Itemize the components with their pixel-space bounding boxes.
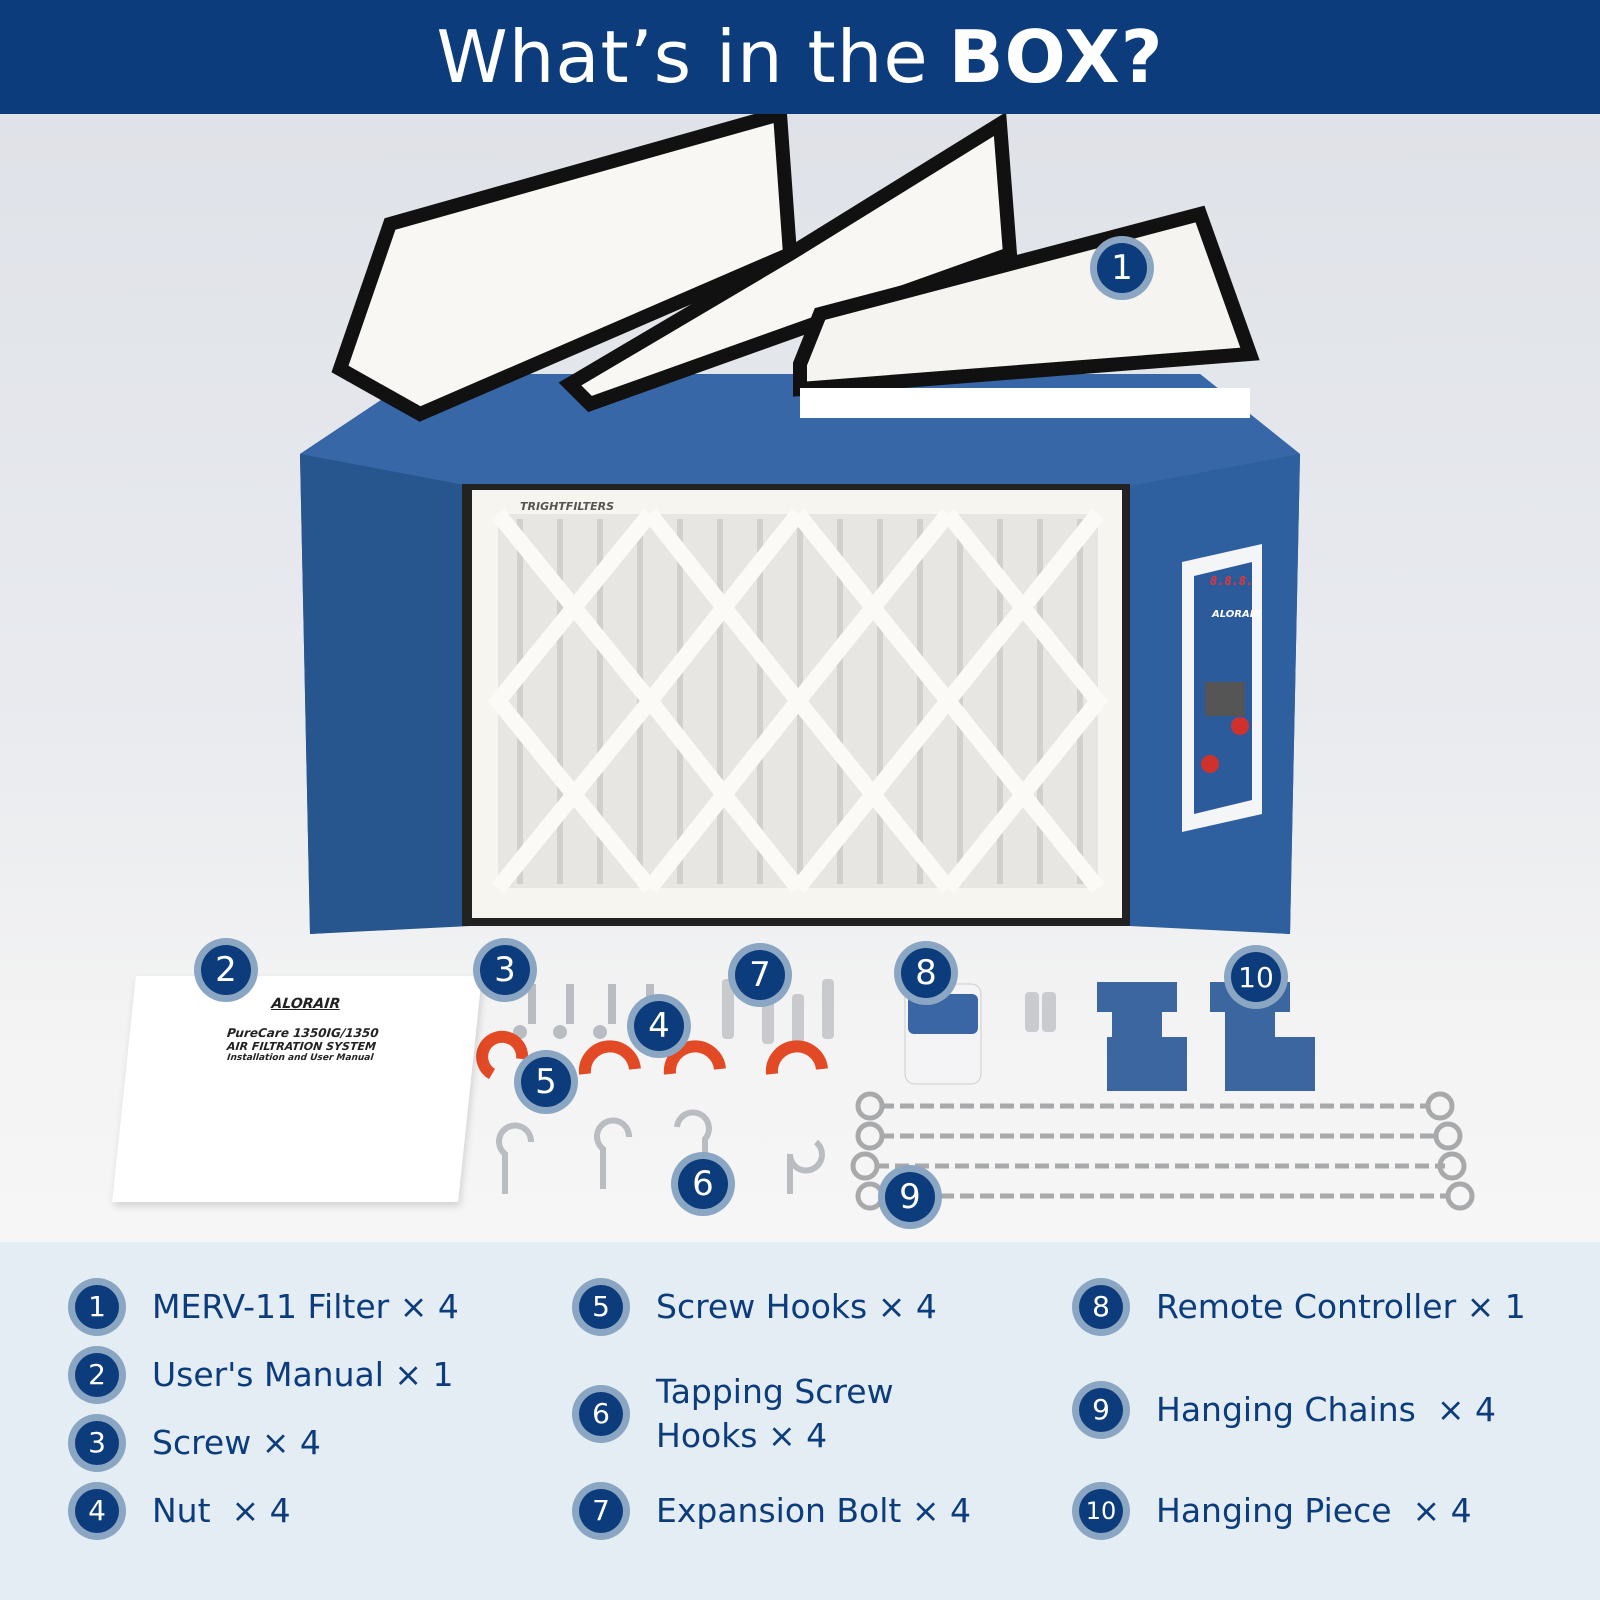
callout-1: 1	[1090, 236, 1154, 300]
panel-brand-label: ALORAIR	[1212, 609, 1262, 620]
hanging-pieces	[1097, 982, 1315, 1091]
callout-3: 3	[473, 938, 537, 1002]
filter-brand-label: TRIGHTFILTERS	[520, 500, 615, 513]
callout-7: 7	[728, 943, 792, 1007]
hanging-chains	[850, 1091, 1475, 1211]
screw-hooks	[476, 1030, 828, 1080]
panel-display: 8.8.8.	[1210, 574, 1254, 588]
title-regular: What’s in the	[436, 15, 929, 99]
callout-5: 5	[514, 1050, 578, 1114]
users-manual: ALORAIR PureCare 1350IG/1350 AIR FILTRAT…	[112, 976, 482, 1202]
callout-6: 6	[671, 1152, 735, 1216]
manual-model: PureCare 1350IG/1350	[226, 1026, 380, 1040]
manual-title: AIR FILTRATION SYSTEM	[226, 1040, 377, 1053]
product-illustration	[300, 114, 1475, 1211]
callout-4: 4	[627, 994, 691, 1058]
tapping-screw-hooks	[496, 1109, 825, 1194]
air-filtration-unit	[300, 374, 1300, 934]
callout-2: 2	[194, 938, 258, 1002]
header-banner: What’s in the BOX?	[0, 0, 1600, 114]
callout-9: 9	[878, 1165, 942, 1229]
manual-brand: ALORAIR	[270, 996, 342, 1012]
product-photo: TRIGHTFILTERS ALORAIR 8.8.8. ALORAIR Pur…	[0, 114, 1600, 1242]
title-bold: BOX?	[948, 15, 1164, 99]
top-filters	[331, 114, 1260, 422]
callout-8: 8	[894, 941, 958, 1005]
callout-10: 10	[1224, 945, 1288, 1009]
manual-subtitle: Installation and User Manual	[226, 1053, 374, 1063]
batteries	[1025, 992, 1056, 1032]
